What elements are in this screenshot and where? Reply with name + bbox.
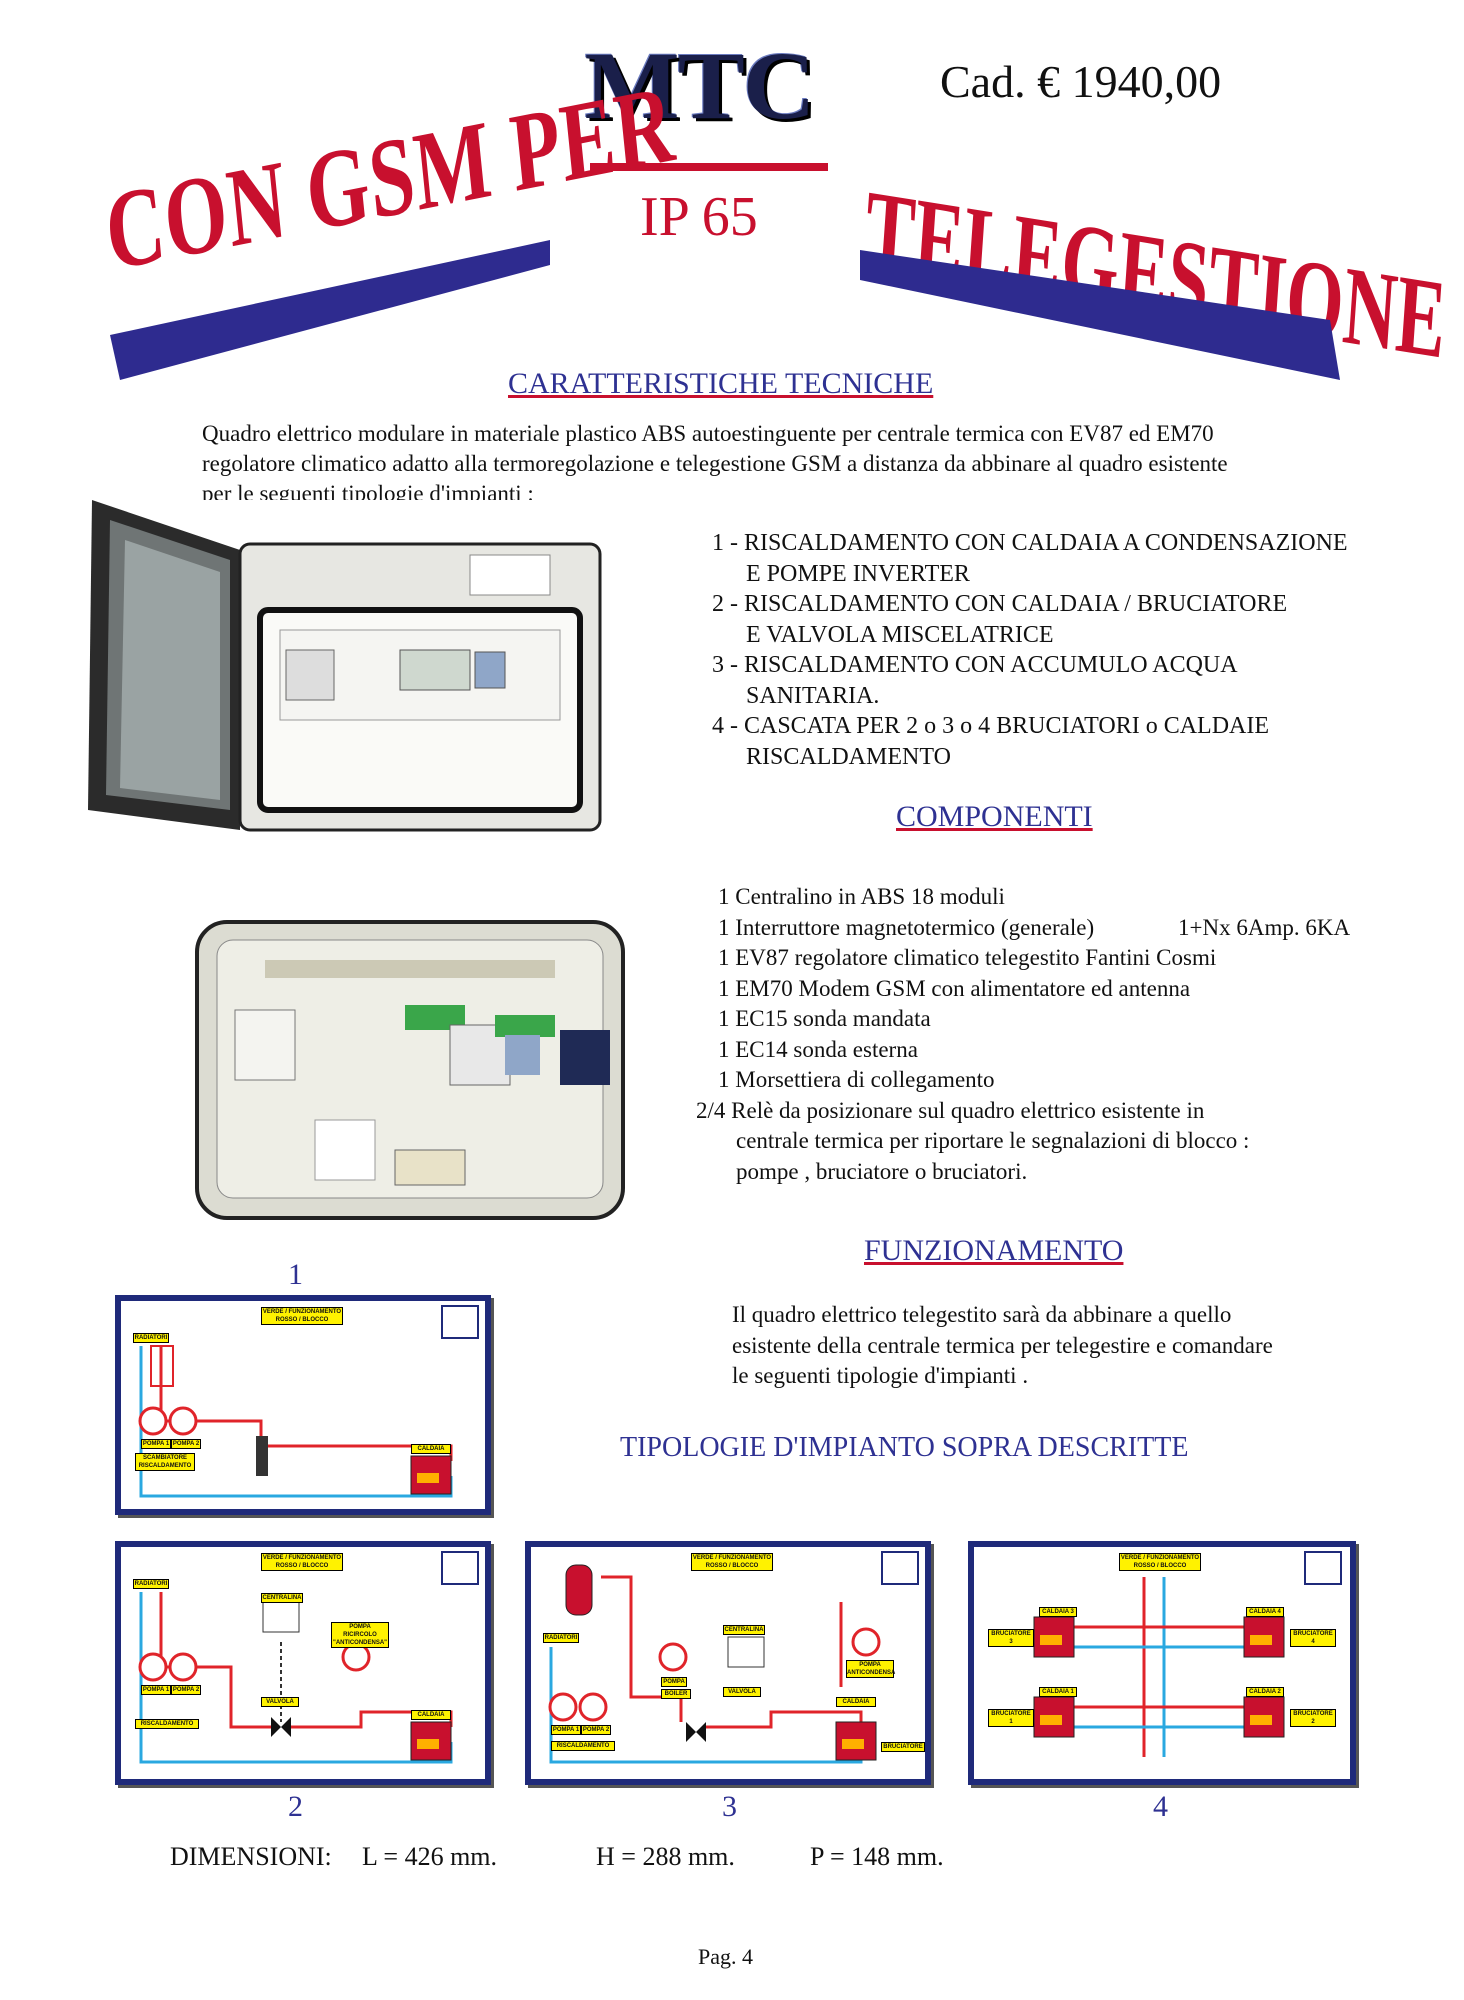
component-item: 2/4 Relè da posizionare sul quadro elett… — [696, 1097, 1205, 1123]
legend-label: VERDE / FUNZIONAMENTO ROSSO / BLOCCO — [691, 1553, 773, 1571]
label-radiatori: RADIATORI — [133, 1579, 169, 1589]
label-pompa1: POMPA 1 — [141, 1439, 171, 1449]
type-item: 3 - RISCALDAMENTO CON ACCUMULO ACQUA — [712, 652, 1238, 678]
ip-rating: IP 65 — [640, 186, 758, 248]
intro-line: Quadro elettrico modulare in materiale p… — [202, 421, 1214, 446]
label-valvola: VALVOLA — [723, 1687, 761, 1697]
type-item-cont: E POMPE INVERTER — [746, 560, 970, 587]
label-centralina: CENTRALINA — [261, 1593, 303, 1603]
label-pompa2: POMPA 2 — [171, 1685, 201, 1695]
type-item-cont: RISCALDAMENTO — [746, 743, 951, 770]
component-item: 1 Morsettiera di collegamento — [718, 1067, 995, 1092]
label-pompa2: POMPA 2 — [171, 1439, 201, 1449]
label-bruciatore4: BRUCIATORE 4 — [1290, 1629, 1336, 1647]
label-pompa2: POMPA 2 — [581, 1725, 611, 1735]
label-caldaia3: CALDAIA 3 — [1039, 1607, 1077, 1617]
diagram-number-3: 3 — [722, 1790, 737, 1823]
intro-line: regolatore climatico adatto alla termore… — [202, 451, 1228, 476]
type-item: 4 - CASCATA PER 2 o 3 o 4 BRUCIATORI o C… — [712, 713, 1270, 739]
type-item-cont: E VALVOLA MISCELATRICE — [746, 621, 1054, 648]
brand-logo: MTC — [584, 32, 816, 139]
company-logo-icon — [441, 1305, 479, 1339]
operation-text: Il quadro elettrico telegestito sarà da … — [732, 1300, 1412, 1392]
diagram-1: VERDE / FUNZIONAMENTO ROSSO / BLOCCO RAD… — [115, 1295, 491, 1515]
component-item: 1 EC15 sonda mandata — [718, 1006, 931, 1031]
type-item: 1 - RISCALDAMENTO CON CALDAIA A CONDENSA… — [712, 530, 1348, 556]
label-caldaia: CALDAIA — [411, 1710, 451, 1720]
components-title: COMPONENTI — [896, 800, 1093, 833]
label-riscaldamento: RISCALDAMENTO — [551, 1741, 615, 1751]
label-caldaia2: CALDAIA 2 — [1246, 1687, 1284, 1697]
diagram-number-4: 4 — [1153, 1790, 1168, 1823]
types-list: 1 - RISCALDAMENTO CON CALDAIA A CONDENSA… — [712, 528, 1412, 772]
specs-intro: Quadro elettrico modulare in materiale p… — [202, 419, 1402, 509]
diagram-2-pipes — [138, 1592, 453, 1764]
operation-line: esistente della centrale termica per tel… — [732, 1332, 1273, 1358]
label-radiatori: RADIATORI — [133, 1333, 169, 1343]
component-item-cont: pompe , bruciatore o bruciatori. — [736, 1158, 1028, 1184]
label-caldaia4: CALDAIA 4 — [1246, 1607, 1284, 1617]
component-item: 1 EC14 sonda esterna — [718, 1036, 918, 1062]
component-text: 1 Interruttore magnetotermico (generale) — [718, 914, 1095, 940]
component-item: 1 EV87 regolatore climatico telegestito … — [718, 945, 1217, 970]
component-item-cont: centrale termica per riportare le segnal… — [736, 1128, 1250, 1153]
company-logo-icon — [1304, 1551, 1342, 1585]
label-bruciatore2: BRUCIATORE 2 — [1290, 1709, 1336, 1727]
component-item: 1 Centralino in ABS 18 moduli — [718, 884, 1005, 909]
red-divider — [590, 163, 828, 171]
label-pompa-ricircolo: POMPA RICIRCOLO "ANTICONDENSA" — [331, 1622, 389, 1648]
label-pompa1: POMPA 1 — [141, 1685, 171, 1695]
label-caldaia: CALDAIA — [411, 1444, 451, 1454]
operation-title: FUNZIONAMENTO — [864, 1234, 1124, 1267]
label-bruciatore: BRUCIATORE — [881, 1742, 925, 1752]
diagram-3-pipes — [548, 1564, 881, 1764]
operation-line: Il quadro elettrico telegestito sarà da … — [732, 1302, 1232, 1327]
label-bruciatore1: BRUCIATORE 1 — [988, 1709, 1034, 1727]
diagram-number-1: 1 — [288, 1258, 303, 1291]
cabinet-interior-photo — [195, 920, 625, 1220]
legend-label: VERDE / FUNZIONAMENTO ROSSO / BLOCCO — [261, 1307, 343, 1325]
left-swoosh — [110, 240, 550, 380]
label-radiatori: RADIATORI — [543, 1633, 579, 1643]
label-caldaia: CALDAIA — [836, 1697, 876, 1707]
label-pompa1: POMPA 1 — [551, 1725, 581, 1735]
company-logo-icon — [441, 1551, 479, 1585]
component-item: 1 Interruttore magnetotermico (generale)… — [696, 913, 1416, 944]
dimensions-label: DIMENSIONI: — [170, 1842, 332, 1871]
label-scambiatore: SCAMBIATORE RISCALDAMENTO — [135, 1453, 195, 1471]
diagram-4: VERDE / FUNZIONAMENTO ROSSO / BLOCCO CAL… — [968, 1541, 1356, 1785]
diagram-number-2: 2 — [288, 1790, 303, 1823]
component-item: 1 EM70 Modem GSM con alimentatore ed ant… — [718, 975, 1191, 1001]
type-item-cont: SANITARIA. — [746, 682, 880, 709]
dimension-depth: P = 148 mm. — [810, 1842, 944, 1871]
diagram-2: VERDE / FUNZIONAMENTO ROSSO / BLOCCO RAD… — [115, 1541, 491, 1785]
label-pompa-anticondensa: POMPA ANTICONDENSA — [846, 1660, 896, 1678]
breaker-rating: 1+Nx 6Amp. 6KA — [1178, 914, 1351, 940]
label-pompa: POMPA — [661, 1677, 687, 1687]
label-riscaldamento: RISCALDAMENTO — [135, 1719, 199, 1729]
page-number: Pag. 4 — [698, 1944, 753, 1969]
label-centralina: CENTRALINA — [723, 1625, 765, 1635]
dimension-length: L = 426 mm. — [362, 1842, 498, 1871]
diagram-3: VERDE / FUNZIONAMENTO ROSSO / BLOCCO RAD… — [525, 1541, 931, 1785]
label-valvola: VALVOLA — [261, 1697, 299, 1707]
type-item: 2 - RISCALDAMENTO CON CALDAIA / BRUCIATO… — [712, 591, 1288, 617]
components-list: 1 Centralino in ABS 18 moduli 1 Interrut… — [696, 882, 1416, 1187]
dimension-height: H = 288 mm. — [596, 1842, 735, 1871]
label-bruciatore3: BRUCIATORE 3 — [988, 1629, 1034, 1647]
legend-label: VERDE / FUNZIONAMENTO ROSSO / BLOCCO — [1119, 1553, 1201, 1571]
label-caldaia1: CALDAIA 1 — [1039, 1687, 1077, 1697]
price: Cad. € 1940,00 — [940, 56, 1222, 107]
legend-label: VERDE / FUNZIONAMENTO ROSSO / BLOCCO — [261, 1553, 343, 1571]
right-swoosh — [860, 250, 1340, 380]
diagram-4-pipes — [1033, 1577, 1285, 1757]
label-boiler: BOILER — [661, 1689, 691, 1699]
diagram-1-pipes — [138, 1345, 453, 1498]
cabinet-open-photo — [80, 500, 610, 840]
company-logo-icon — [881, 1551, 919, 1585]
operation-line: le seguenti tipologie d'impianti . — [732, 1363, 1029, 1388]
specs-title: CARATTERISTICHE TECNICHE — [508, 367, 934, 400]
operation-subtitle: TIPOLOGIE D'IMPIANTO SOPRA DESCRITTE — [620, 1432, 1189, 1463]
